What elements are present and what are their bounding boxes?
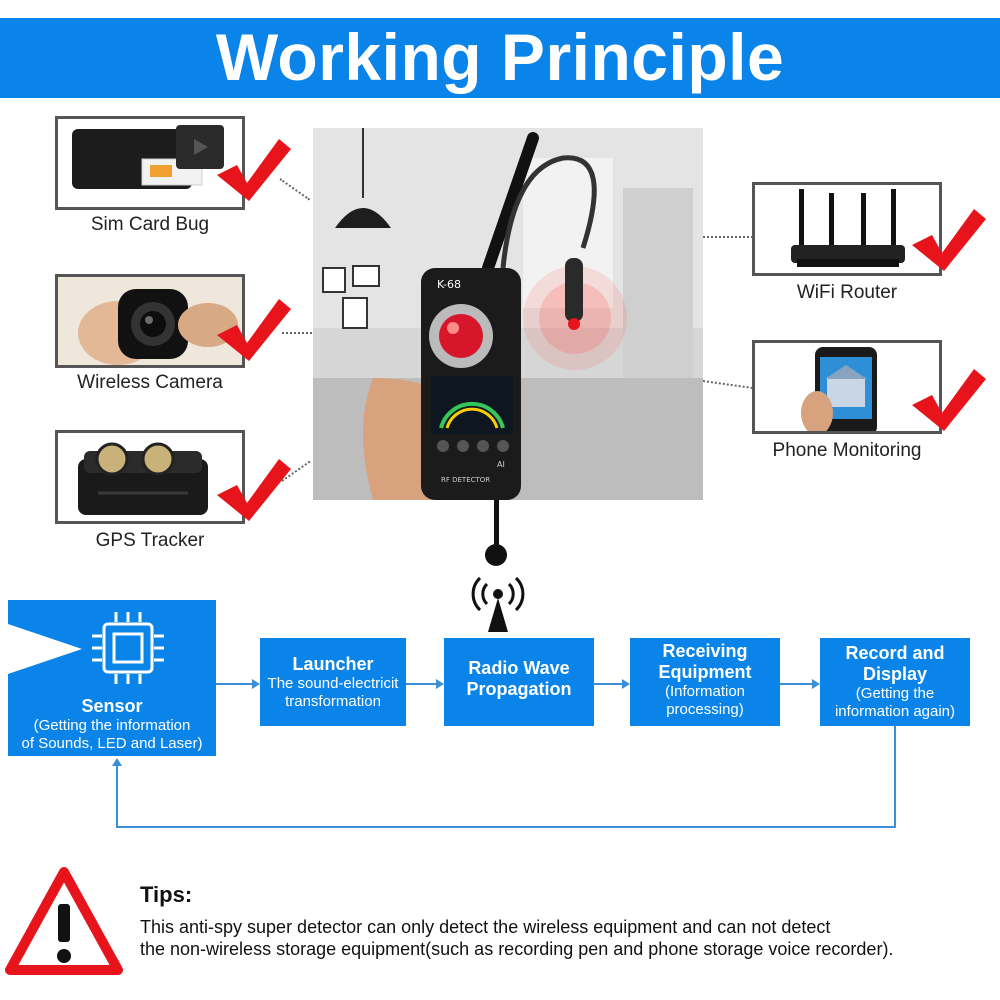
receiving-box: Receiving Equipment (Information process… <box>630 638 780 726</box>
antenna-icon <box>471 576 525 632</box>
record-title2: Display <box>862 664 928 684</box>
check-icon <box>912 369 986 431</box>
receiving-line1: (Information <box>664 683 746 700</box>
dotted-connector <box>703 236 753 238</box>
sensor-line2: of Sounds, LED and Laser) <box>21 735 203 752</box>
chip-icon <box>92 612 164 684</box>
sensor-title: Sensor <box>81 696 143 716</box>
flow-arrow <box>436 679 444 689</box>
gps-tracker-image <box>78 442 208 515</box>
wifi-router-label: WiFi Router <box>796 282 898 303</box>
wifi-router-card <box>752 182 942 276</box>
radio-wave-box: Radio Wave Propagation <box>444 638 594 726</box>
radio-wave-line2: Propagation <box>466 679 572 699</box>
wireless-camera-card <box>55 274 245 368</box>
wifi-router-image <box>791 189 905 267</box>
flow-arrow <box>252 679 260 689</box>
flow-line <box>594 683 622 685</box>
record-line1: (Getting the <box>855 685 935 702</box>
receiving-title2: Equipment <box>658 662 752 682</box>
sim-card-bug-image <box>72 125 224 189</box>
product-photo: K-68 RF DETECTOR AI <box>313 128 703 500</box>
sensor-notch <box>8 624 82 674</box>
flow-line <box>780 683 812 685</box>
feedback-arrow <box>112 758 122 766</box>
flow-line <box>406 683 436 685</box>
record-line2: information again) <box>834 703 956 720</box>
title-banner <box>0 18 1000 98</box>
record-display-box: Record and Display (Getting the informat… <box>820 638 970 726</box>
wireless-camera-label: Wireless Camera <box>77 372 223 393</box>
launcher-title: Launcher <box>292 654 374 674</box>
product-button-label: AI <box>497 460 505 469</box>
receiving-line2: processing) <box>666 701 744 718</box>
feedback-line <box>116 766 118 828</box>
sensor-box: Sensor (Getting the information of Sound… <box>8 600 216 756</box>
connector-dot <box>485 544 507 566</box>
sim-card-bug-label: Sim Card Bug <box>90 214 210 235</box>
flow-line <box>216 683 252 685</box>
receiving-title1: Receiving <box>662 641 748 661</box>
phone-monitoring-card <box>752 340 942 434</box>
phone-monitoring-image <box>801 347 877 431</box>
tips-title: Tips: <box>140 882 193 907</box>
gps-tracker-card <box>55 430 245 524</box>
dotted-connector <box>282 332 316 334</box>
room-scene <box>313 128 703 500</box>
launcher-line2: transformation <box>285 693 381 710</box>
check-icon <box>217 139 291 201</box>
flow-arrow <box>622 679 630 689</box>
gps-tracker-label: GPS Tracker <box>95 530 205 551</box>
product-caption: RF DETECTOR <box>441 476 491 484</box>
radio-wave-line1: Radio Wave <box>468 658 570 678</box>
tips-line2: the non-wireless storage equipment(such … <box>140 939 894 959</box>
feedback-line <box>116 826 896 828</box>
tips-line1: This anti-spy super detector can only de… <box>140 917 831 937</box>
flow-arrow <box>812 679 820 689</box>
sensor-line1: (Getting the information <box>33 717 191 734</box>
product-model-label: K-68 <box>437 278 462 291</box>
connector-line <box>494 500 499 548</box>
check-icon <box>912 209 986 271</box>
dotted-connector <box>702 380 753 389</box>
check-icon <box>217 459 291 521</box>
feedback-line <box>894 726 896 828</box>
sim-card-bug-card <box>55 116 245 210</box>
launcher-line1: The sound-electricit <box>267 675 399 692</box>
record-title1: Record and <box>845 643 945 663</box>
launcher-box: Launcher The sound-electricit transforma… <box>260 638 406 726</box>
page-title: Working Principle <box>215 20 785 94</box>
check-icon <box>217 299 291 361</box>
phone-monitoring-label: Phone Monitoring <box>772 440 922 461</box>
warning-icon <box>5 867 123 975</box>
wireless-camera-image <box>58 277 242 365</box>
